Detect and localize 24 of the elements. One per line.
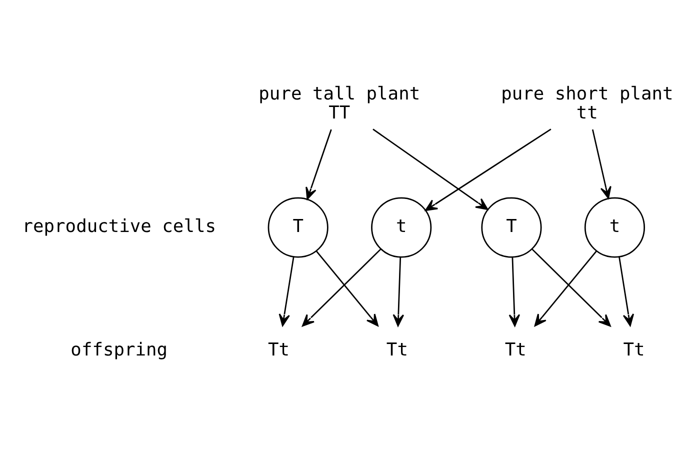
label: offspring: [70, 339, 168, 360]
node-circle: t: [584, 197, 646, 258]
label: reproductive cells: [22, 216, 216, 238]
node-circle: t: [371, 197, 432, 258]
arrow: [372, 128, 488, 210]
node-text: pure short plant tt: [501, 83, 674, 124]
arrow: [302, 248, 382, 327]
node-text: Tt: [386, 339, 408, 360]
node-text: Tt: [268, 339, 290, 360]
arrow: [508, 257, 520, 327]
arrow: [592, 129, 612, 199]
arrow: [534, 250, 598, 326]
node-circle: T: [481, 197, 542, 258]
node-text: pure tall plant TT: [258, 83, 420, 124]
node-circle: T: [268, 197, 328, 258]
arrow: [532, 248, 611, 327]
node-text: Tt: [504, 339, 526, 360]
node-text: Tt: [623, 339, 645, 360]
arrow: [278, 256, 294, 326]
arrow: [306, 129, 332, 200]
arrow: [618, 256, 634, 326]
arrow: [425, 128, 552, 212]
arrow: [316, 250, 378, 326]
arrow: [392, 257, 404, 327]
